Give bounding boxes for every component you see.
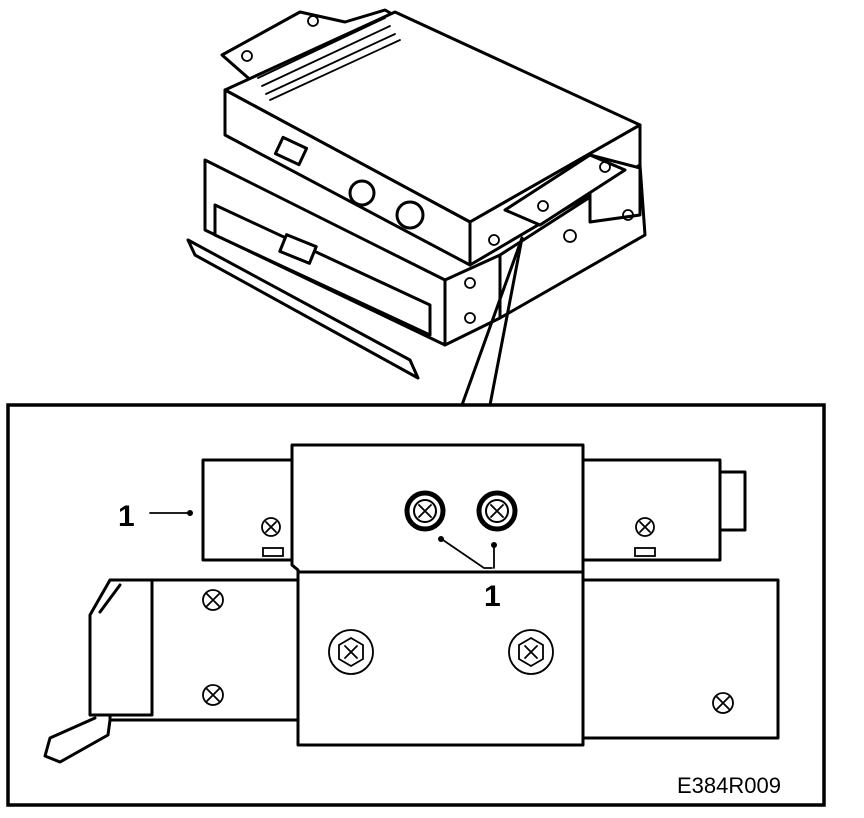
rear-block-left: [201, 458, 294, 562]
bent-tab: [43, 578, 154, 764]
hex-bolt-1: [328, 629, 374, 675]
screw-small-3: [202, 589, 224, 611]
rear-block-right: [581, 458, 722, 562]
zoom-leader-lines: [460, 236, 524, 407]
detail-view: 1 1: [43, 443, 780, 764]
center-bracket: [290, 443, 585, 747]
detail-frame: [6, 403, 826, 807]
unit-overview: [186, 8, 647, 380]
target-screw-1: [404, 490, 446, 532]
callout-label-bottom: 1: [484, 580, 501, 613]
callout-leaders: [149, 510, 497, 569]
unit-lower-body: [186, 153, 647, 380]
hex-bolt-2: [508, 629, 554, 675]
screw-small-5: [712, 692, 734, 714]
unit-side-bracket: [503, 153, 627, 227]
vent-slots: [257, 17, 401, 101]
target-screw-2: [476, 490, 518, 532]
callout-label-left: 1: [118, 500, 135, 533]
screw-small-1: [261, 517, 281, 537]
screw-small-4: [202, 684, 224, 706]
screw-small-2: [635, 517, 655, 537]
figure-id: E384R009: [677, 773, 781, 798]
